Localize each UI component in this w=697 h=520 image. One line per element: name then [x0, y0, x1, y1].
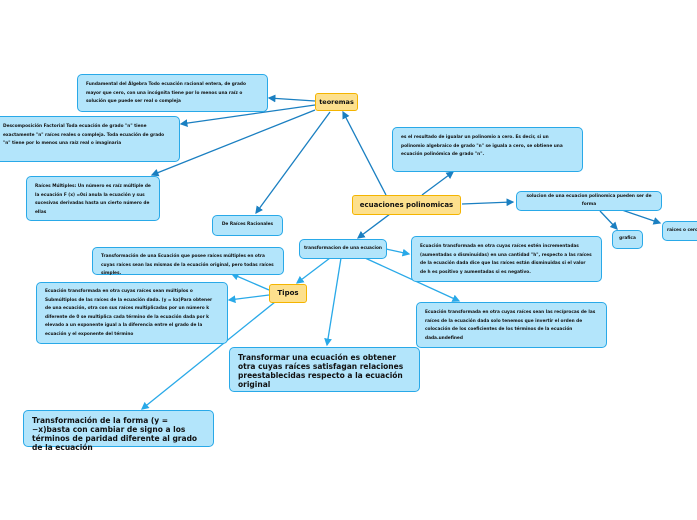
transformation-node[interactable]: transformacion de una ecuacion — [299, 239, 387, 259]
central-topic[interactable]: ecuaciones polinomicas — [352, 195, 461, 215]
incremented-roots-node[interactable]: Ecuación transformada en otra cuyas raíc… — [411, 236, 602, 282]
multiples-node[interactable]: Ecuación transformada en otra cuyas raíc… — [36, 282, 228, 344]
reciprocal-roots-node[interactable]: Ecuación transformada en otra cuyas raíc… — [416, 302, 607, 348]
transformation-definition-node[interactable]: Transformar una ecuación es obtener otra… — [229, 347, 420, 392]
sign-change-node[interactable]: Transformación de la forma (y = −x)basta… — [23, 410, 214, 452]
rational-roots-node[interactable]: De Raíces Racionales — [212, 215, 283, 236]
factorial-decomposition-node[interactable]: Descomposición Factorial Toda ecuación d… — [0, 116, 180, 162]
definition-node[interactable]: es el resultado de igualar un polinomio … — [392, 127, 583, 172]
teoremas-node[interactable]: teoremas — [315, 93, 358, 111]
multiple-roots-node[interactable]: Raíces Múltiples: Un número es raíz múlt… — [26, 176, 160, 221]
simple-roots-node[interactable]: Transformación de una Ecuación que posee… — [92, 247, 284, 276]
types-node[interactable]: Tipos — [269, 284, 307, 303]
graph-node[interactable]: grafica — [612, 230, 643, 249]
fundamental-theorem-node[interactable]: Fundamental del Álgebra Todo ecuación ra… — [77, 74, 268, 112]
solutions-node[interactable]: solucion de una ecuacion polinomica pued… — [516, 191, 662, 211]
roots-node[interactable]: raices o cero — [662, 221, 697, 241]
